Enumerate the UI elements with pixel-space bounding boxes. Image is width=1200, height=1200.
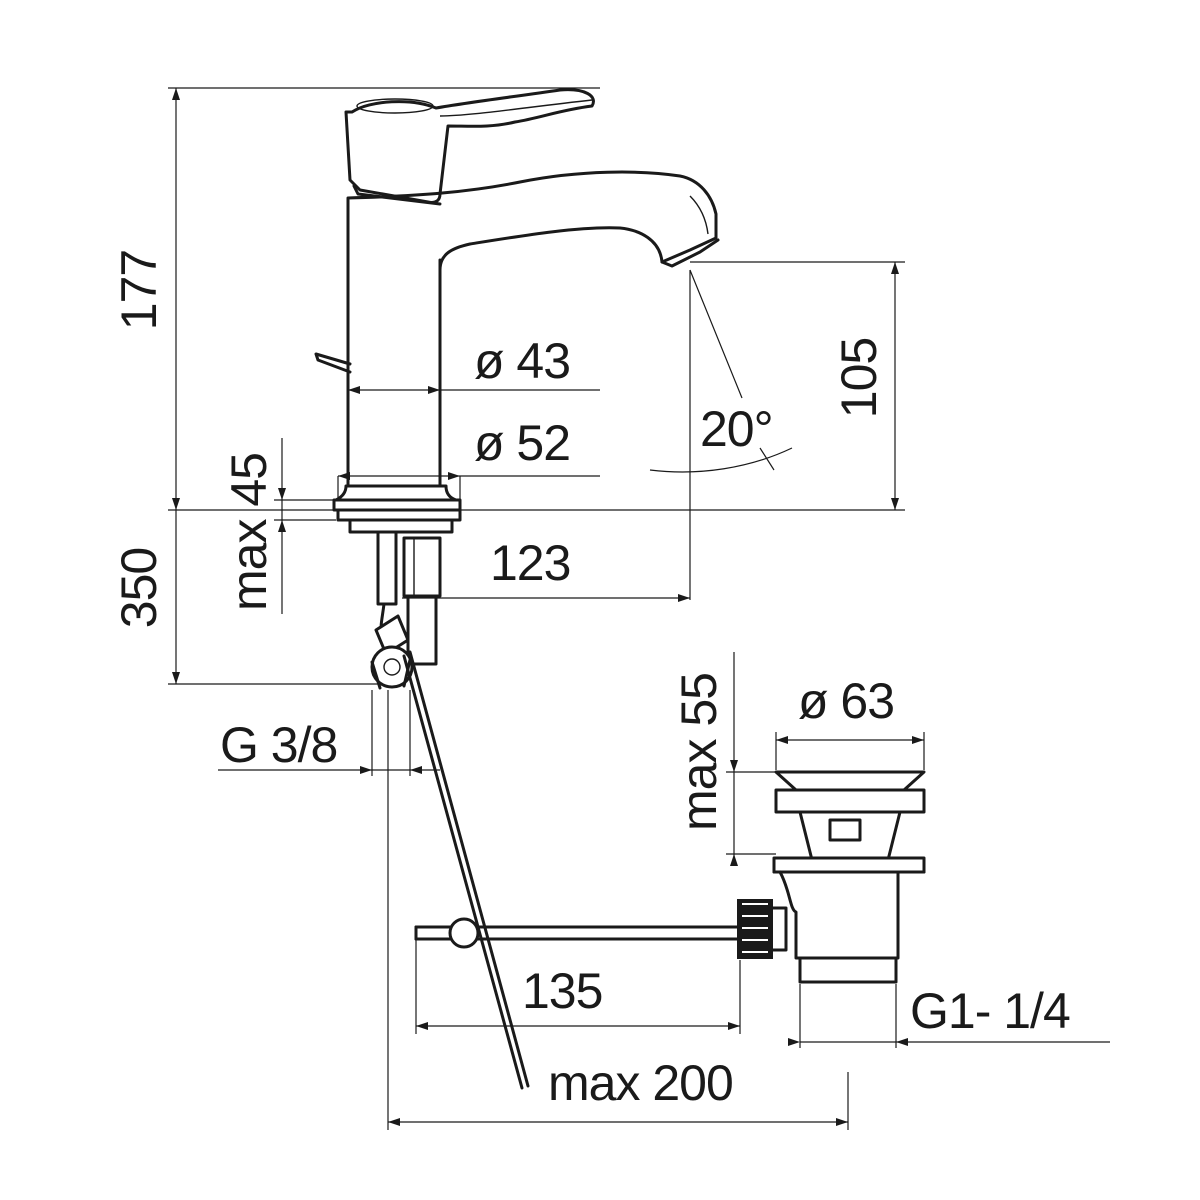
label-spout-height: 105 [831,338,887,418]
label-deck-thickness: max 45 [221,453,277,611]
label-spout-angle: 20° [700,401,773,457]
label-base-diameter: ø 52 [474,415,570,471]
label-spout-reach: 123 [490,535,570,591]
dimension-lines [168,87,1110,1130]
faucet [314,88,720,690]
label-total-height: 177 [111,250,167,330]
waste-valve [737,770,926,984]
label-waste-diameter: ø 63 [798,673,894,729]
label-hose-length: 350 [111,548,167,628]
faucet-lever-handle [344,88,595,204]
label-waste-height: max 55 [671,673,727,831]
pull-rod [402,650,742,1090]
label-rod-length: 135 [522,963,602,1019]
label-waste-thread: G1- 1/4 [910,983,1070,1039]
label-inlet-thread: G 3/8 [220,717,337,773]
label-body-diameter: ø 43 [474,333,570,389]
faucet-body [346,170,718,488]
label-rod-max-length: max 200 [548,1055,733,1111]
